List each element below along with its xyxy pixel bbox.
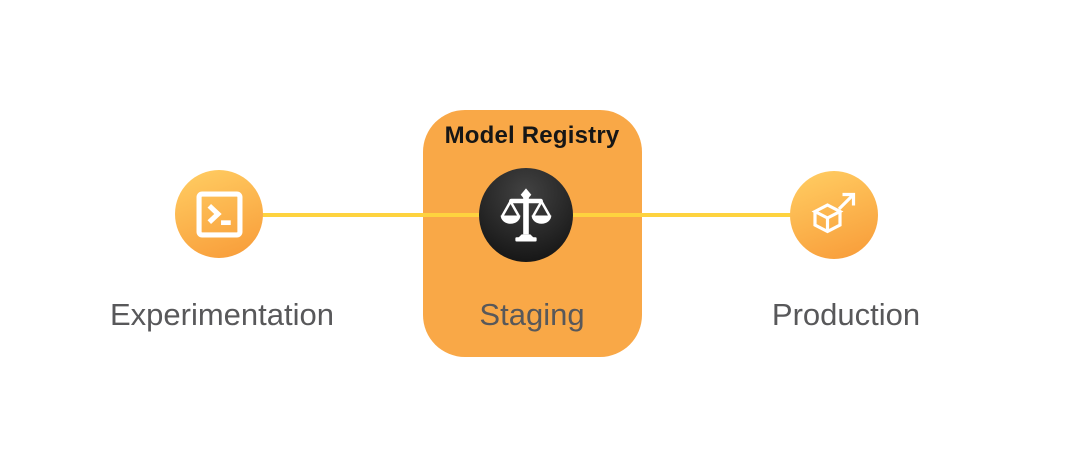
experimentation-node bbox=[175, 170, 263, 258]
cube-deploy-icon bbox=[808, 189, 860, 241]
production-node bbox=[790, 171, 878, 259]
terminal-icon bbox=[196, 191, 243, 238]
stage-label-experimentation: Experimentation bbox=[109, 297, 335, 332]
balance-scale-icon bbox=[497, 186, 555, 244]
stage-label-production: Production bbox=[771, 297, 921, 332]
stage-label-staging: Staging bbox=[479, 297, 585, 332]
model-registry-title: Model Registry bbox=[444, 122, 620, 149]
model-registry-node bbox=[479, 168, 573, 262]
